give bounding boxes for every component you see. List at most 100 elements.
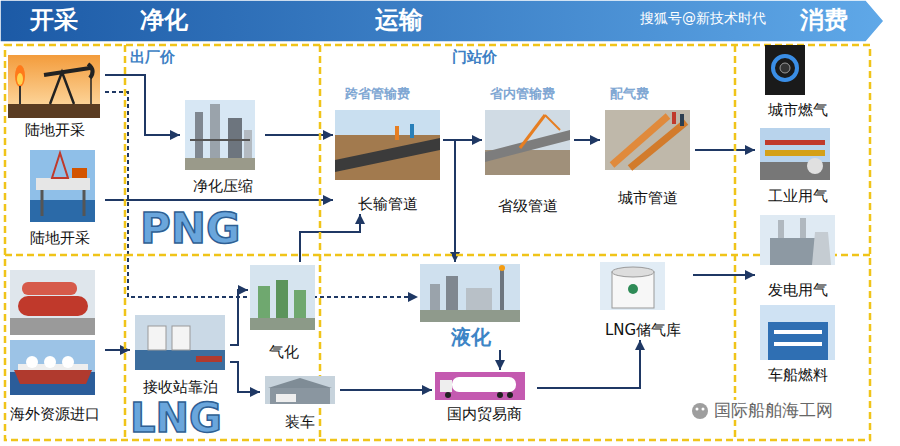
- industry-photo: [807, 158, 823, 174]
- flow-arrow: [105, 349, 130, 351]
- flow-arrow: [105, 199, 333, 201]
- offshore-rig-photo: [83, 188, 86, 216]
- process-photo-box: 城市燃气: [755, 45, 840, 120]
- wechat-icon: [692, 403, 708, 419]
- stage-title: 运输: [375, 6, 423, 35]
- industry-photo: [765, 150, 825, 156]
- regasification-photo: [250, 265, 315, 330]
- lng-ship-photo: [10, 340, 95, 395]
- oil-well-photo: [44, 68, 90, 75]
- import-tank-photo: [10, 270, 95, 335]
- node-caption: 国内贸易商: [447, 405, 522, 423]
- offshore-rig-photo: [72, 168, 87, 178]
- fuel-station-photo: [774, 330, 822, 334]
- power-plant-photo: [760, 215, 835, 265]
- provincial-pipeline-photo: [485, 110, 570, 175]
- node-caption: 工业用气: [768, 187, 828, 205]
- route-label: PNG: [140, 208, 240, 250]
- city-pipeline-photo: [680, 114, 684, 126]
- flow-arrow: [265, 134, 333, 136]
- power-plant-photo: [800, 218, 806, 238]
- node-caption: 净化压缩: [193, 177, 253, 195]
- node-caption: 陆地开采: [25, 121, 85, 139]
- city-pipeline-photo: [630, 122, 686, 168]
- node-caption: 长输管道: [358, 195, 418, 213]
- regasification-photo: [294, 290, 306, 318]
- terminal-photo: [135, 315, 225, 370]
- lng-ship-photo: [26, 356, 38, 368]
- import-tank-photo: [18, 296, 88, 316]
- fee-label: 跨省管输费: [345, 86, 410, 102]
- loading-photo: [265, 376, 335, 404]
- liquefaction-photo: [420, 264, 520, 322]
- flow-arrow: [340, 389, 432, 391]
- node-caption: LNG储气库: [605, 321, 681, 339]
- price-label: 出厂价: [130, 48, 175, 66]
- process-photo-box: 装车: [260, 374, 340, 432]
- fuel-station-photo: [760, 305, 835, 360]
- flow-arrow: [230, 362, 260, 392]
- tank-truck-photo: [507, 392, 513, 398]
- city-pipeline-photo: [672, 112, 676, 124]
- stage-title: 开采: [30, 6, 78, 35]
- flow-arrow: [499, 350, 501, 370]
- region-dashes: [124, 45, 127, 440]
- fuel-station-photo: [760, 305, 835, 360]
- loading-photo: [270, 388, 330, 404]
- purification-photo: [190, 139, 250, 141]
- tank-truck-photo: [435, 372, 525, 400]
- provincial-pipeline-photo: [485, 110, 570, 175]
- process-photo-box: 发电用气: [755, 212, 840, 300]
- city-pipeline-photo: [605, 110, 690, 170]
- watermark: 国际船舶海工网: [712, 400, 835, 420]
- oil-well-photo: [8, 104, 100, 118]
- node-caption: 陆地开采: [30, 229, 90, 247]
- terminal-photo: [135, 315, 225, 370]
- process-photo-box: 省级管道: [482, 108, 574, 216]
- industry-photo: [760, 128, 830, 180]
- storage-tank-photo: [612, 267, 654, 277]
- watermark: 搜狐号@新技术时代: [640, 10, 766, 27]
- fee-label: 配气费: [610, 86, 649, 102]
- flow-arrow: [693, 274, 755, 276]
- offshore-rig-photo: [30, 150, 95, 222]
- flow-arrow: [537, 340, 640, 388]
- fuel-station-photo: [774, 342, 822, 346]
- oil-well-photo: [50, 72, 74, 104]
- offshore-rig-photo: [52, 153, 68, 178]
- route-label: LNG: [130, 398, 222, 438]
- storage-tank-photo: [600, 262, 665, 310]
- oil-well-photo: [17, 73, 23, 85]
- regasification-photo: [250, 265, 315, 330]
- process-photo-box: 气化: [248, 262, 320, 362]
- flow-arrow: [105, 75, 180, 135]
- long-pipeline-photo: [335, 110, 440, 180]
- loading-photo: [268, 378, 332, 388]
- tank-truck-photo: [445, 392, 451, 398]
- process-photo-box: 长输管道: [333, 108, 443, 214]
- flow-arrow: [574, 139, 600, 141]
- terminal-photo: [196, 356, 222, 362]
- long-pipeline-photo: [335, 135, 440, 180]
- provincial-pipeline-photo: [520, 115, 545, 148]
- node-caption: 城市燃气: [768, 101, 828, 119]
- import-tank-photo: [22, 282, 77, 295]
- tank-truck-photo: [452, 377, 516, 392]
- purification-photo: [210, 104, 220, 158]
- node-caption: 气化: [269, 343, 299, 361]
- wechat-icon: [702, 408, 705, 411]
- storage-tank-photo: [600, 262, 665, 310]
- flow-arrow: [230, 290, 248, 345]
- region-dashes: [5, 254, 870, 257]
- process-photo-box: 液化: [418, 262, 523, 350]
- process-photo-box: 城市管道: [600, 108, 695, 208]
- storage-tank-photo: [628, 284, 638, 294]
- node-caption: 城市管道: [618, 189, 678, 207]
- terminal-photo: [172, 326, 190, 350]
- process-photo-box: 车船燃料: [755, 303, 840, 385]
- city-pipeline-photo: [605, 110, 690, 170]
- process-photo-box: 海外资源进口: [5, 268, 105, 424]
- gas-stove-photo: [780, 63, 790, 73]
- power-plant-photo: [760, 215, 835, 265]
